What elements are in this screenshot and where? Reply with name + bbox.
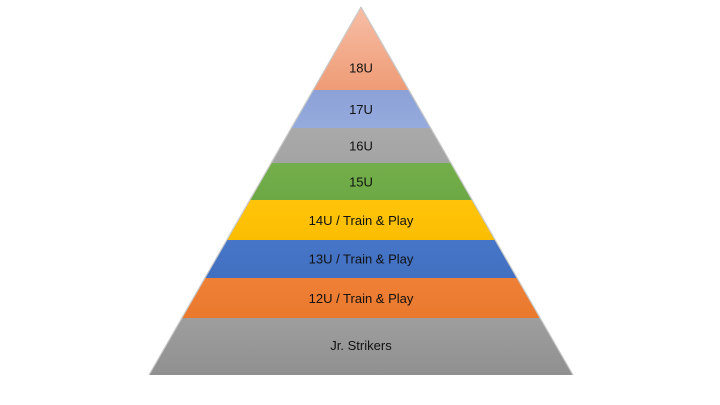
segment-label-12u-train-play: 12U / Train & Play xyxy=(309,291,414,306)
segment-label-13u-train-play: 13U / Train & Play xyxy=(309,252,414,267)
segment-label-jr-strikers: Jr. Strikers xyxy=(330,338,392,353)
segment-label-18u: 18U xyxy=(349,61,373,76)
segment-label-16u: 16U xyxy=(349,139,373,154)
segment-label-15u: 15U xyxy=(349,175,373,190)
pyramid-segment-12u-train-play xyxy=(149,278,573,319)
pyramid-segment-18u xyxy=(149,7,573,91)
pyramid-outline xyxy=(148,6,574,376)
pyramid-segment-jr-strikers xyxy=(149,318,573,375)
segment-label-17u: 17U xyxy=(349,102,373,117)
segment-label-14u-train-play: 14U / Train & Play xyxy=(309,213,414,228)
pyramid-labels: 18U 17U 16U 15U 14U / Train & Play 13U /… xyxy=(309,61,414,354)
